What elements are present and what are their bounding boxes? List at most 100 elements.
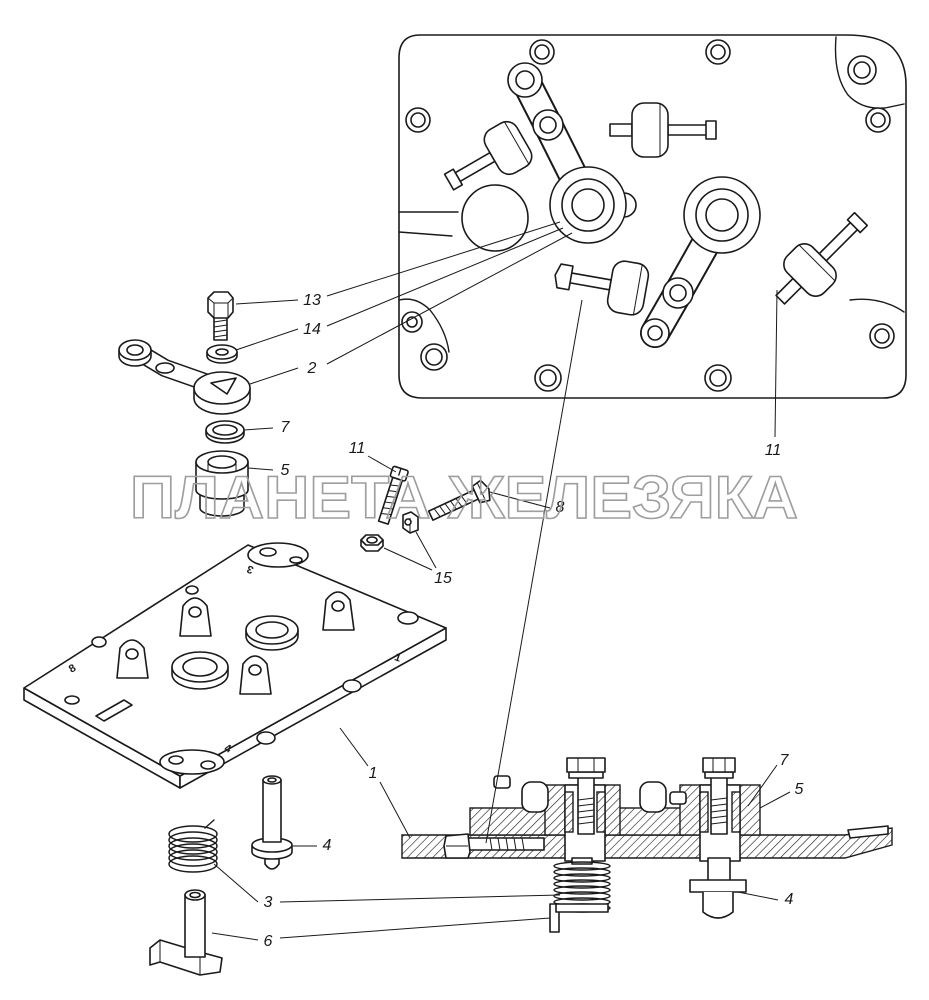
nuts-15-ellipse <box>366 536 378 544</box>
leader-lines-path <box>249 367 299 385</box>
section-spring-ellipse <box>553 885 611 895</box>
plate-valve-seats-ellipse <box>188 606 202 618</box>
valve-block-4-line <box>798 244 836 282</box>
bolt-8-line <box>476 482 487 502</box>
callout-nuts-15: 15 <box>434 570 452 587</box>
mounting-holes-circle <box>410 112 426 128</box>
leader-lines-path <box>243 427 274 431</box>
plate-tab-bottom-ellipse <box>200 760 216 770</box>
lever-pin-6-ellipse <box>189 891 201 899</box>
plate-tab-bottom <box>159 749 225 775</box>
valve-block-1-rect <box>443 168 464 191</box>
assembly-cross-section <box>401 757 893 933</box>
pin-4-ellipse <box>267 777 277 783</box>
valve-block-2-rect <box>705 120 717 140</box>
leader-lines-path <box>235 328 299 351</box>
callout-lever-6: 6 <box>264 933 273 950</box>
bolt-8 <box>427 479 491 522</box>
mounting-holes <box>401 39 895 392</box>
upper-plate-top-view-path <box>398 34 907 399</box>
section-spring <box>549 857 611 933</box>
lever-pin-6-rect <box>184 894 206 958</box>
callout-bolt-13: 13 <box>303 292 321 309</box>
plate-tab-top-ellipse <box>259 547 277 557</box>
valve-block-2-rect <box>667 124 709 136</box>
section-pin-4-rect <box>689 879 747 893</box>
plate-tab-bottom-ellipse <box>168 755 184 765</box>
leader-lines <box>211 221 791 941</box>
section-spring-rect <box>555 903 609 913</box>
valve-block-3 <box>554 260 650 316</box>
section-spring-ellipse <box>553 891 611 901</box>
upper-rocker-arm-left-circle <box>515 70 535 90</box>
section-bushings-rect <box>699 791 709 833</box>
section-bolt-right-rect <box>704 771 734 779</box>
rocker-arm-2-ellipse <box>155 362 175 374</box>
mounting-holes-circle <box>425 348 443 366</box>
plate-valve-seats <box>116 591 355 695</box>
callout-plate-1: 1 <box>369 765 378 782</box>
callout-labels: 13 14 2 7 5 11 8 15 1 4 3 6 11 7 5 4 <box>264 292 804 950</box>
section-rollers-rect <box>493 775 511 789</box>
plate-valve-seats-ellipse <box>331 600 345 612</box>
spring-3-ellipse <box>168 825 218 843</box>
upper-rocker-arm-right-circle <box>669 284 687 302</box>
plate-tab-top-ellipse <box>289 556 303 564</box>
valve-block-1-line <box>503 121 530 165</box>
nuts-15 <box>360 511 419 552</box>
valve-block-3-line <box>632 264 643 316</box>
leader-lines-path <box>759 791 791 809</box>
plate-holes-ellipse <box>397 611 419 625</box>
watermark: ПЛАНЕТА ЖЕЛЕЗЯКА <box>130 464 798 531</box>
plate-holes-ellipse <box>256 731 276 745</box>
callout-washer-14: 14 <box>303 321 321 338</box>
rocker-arm-2 <box>118 339 251 415</box>
leader-lines-path <box>383 547 433 571</box>
leader-lines-path <box>339 727 369 767</box>
section-bushings-rect <box>731 791 741 833</box>
leader-lines-path <box>326 221 561 297</box>
plate-holes <box>64 585 419 745</box>
section-bolt-right-path <box>712 758 726 772</box>
nuts-15-ellipse <box>404 518 412 526</box>
leader-lines-path <box>279 894 561 903</box>
section-spring-rect <box>571 857 593 865</box>
section-spring-ellipse <box>553 879 611 889</box>
leader-lines-path <box>211 932 259 941</box>
leader-lines-path <box>367 455 397 473</box>
section-pin-4-path <box>702 892 734 919</box>
section-pin-4-rect <box>707 857 731 883</box>
plate-holes-ellipse <box>342 679 362 693</box>
bolt-13-path <box>213 319 228 338</box>
mounting-holes-circle <box>874 328 890 344</box>
bolt-11-left-line <box>398 467 402 476</box>
pin-4 <box>251 775 293 870</box>
spring-3-ellipse <box>168 831 218 849</box>
lever-pin-6 <box>149 889 223 976</box>
rocker-arm-2-polygon <box>210 377 237 395</box>
plate-mark-left: 8 <box>67 662 78 675</box>
section-pin-4 <box>689 857 747 919</box>
section-rollers-rect <box>669 791 687 805</box>
section-bolt-left-rect <box>566 757 606 773</box>
spring-3-ellipse <box>168 837 218 855</box>
bushing-5 <box>195 450 249 517</box>
valve-block-1 <box>443 120 533 191</box>
callout-bolt-11-left: 11 <box>349 440 366 457</box>
section-spring-ellipse <box>553 873 611 883</box>
leader-lines-path <box>326 232 573 365</box>
valve-block-3-rect <box>606 260 650 316</box>
bushing-5-path <box>199 494 245 517</box>
upper-rocker-arm-left <box>507 62 637 244</box>
callout-section-ring-7: 7 <box>780 752 790 769</box>
plate-valve-seats-ellipse <box>125 648 139 660</box>
mounting-holes-circle <box>710 44 726 60</box>
ring-7-ellipse <box>212 424 238 436</box>
plate-valve-rings-ellipse <box>255 621 289 639</box>
plate-holes-ellipse <box>64 695 80 705</box>
valve-block-1-rect <box>483 120 533 176</box>
valve-block-4-rect <box>783 243 837 297</box>
leader-lines-path <box>485 299 583 844</box>
valve-plate-1-polygon <box>23 544 447 777</box>
